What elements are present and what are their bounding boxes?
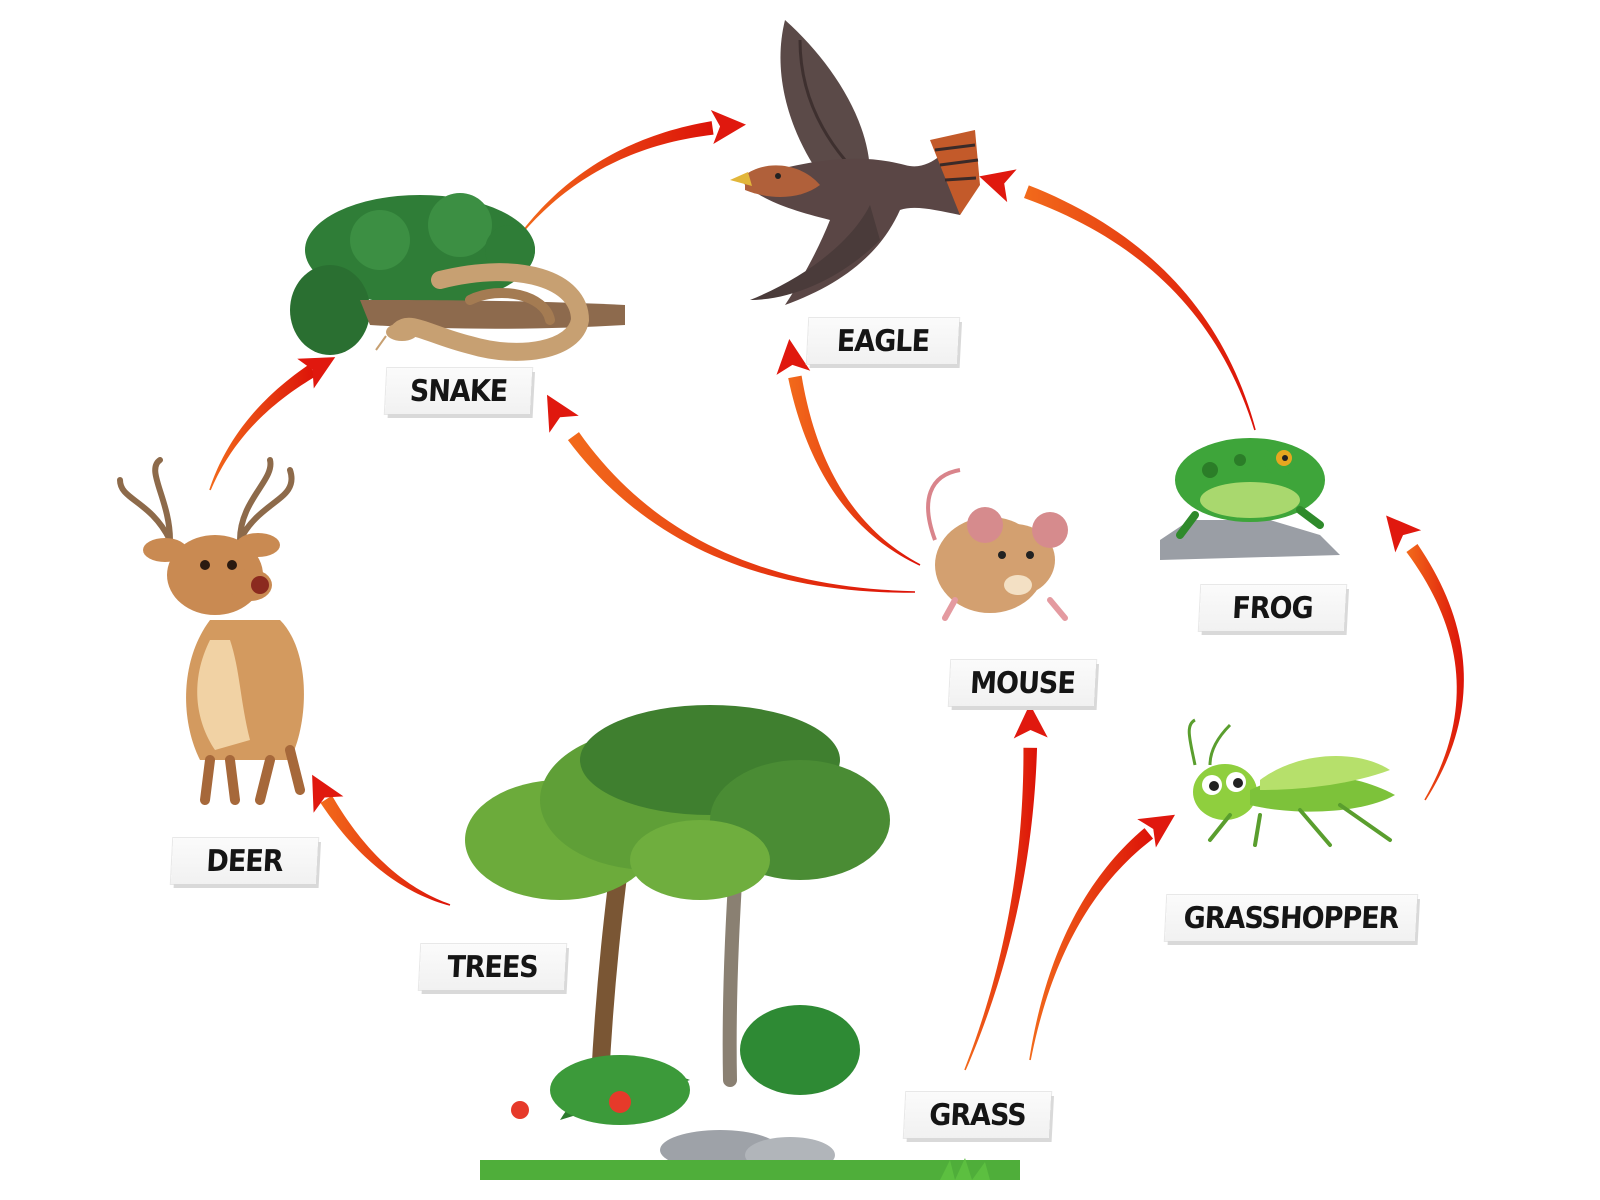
- arrow-deer-to-snake: [209, 364, 317, 491]
- arrows-layer: [209, 110, 1464, 1071]
- node-label: SNAKE: [408, 373, 509, 409]
- arrowhead-trees-to-deer: [312, 774, 344, 813]
- arrowhead-grass-to-mouse: [1013, 704, 1048, 739]
- node-label: MOUSE: [969, 665, 1076, 701]
- arrow-mouse-to-snake: [567, 432, 916, 593]
- label-grass: GRASS: [903, 1092, 1052, 1138]
- arrow-trees-to-deer: [320, 795, 451, 906]
- label-trees: TREES: [418, 944, 567, 990]
- arrowhead-snake-to-eagle: [710, 110, 746, 144]
- snake-icon: [290, 193, 625, 361]
- frog-icon: [1160, 438, 1340, 560]
- arrowhead-frog-to-eagle: [979, 169, 1017, 203]
- arrowhead-grass-to-grasshopper: [1137, 814, 1176, 848]
- label-deer: DEER: [170, 838, 319, 884]
- trees-icon: [465, 705, 1020, 1180]
- arrow-mouse-to-eagle: [788, 375, 921, 566]
- arrowhead-deer-to-snake: [297, 357, 336, 389]
- arrowhead-grasshopper-to-frog: [1386, 515, 1422, 553]
- grasshopper-icon: [1187, 718, 1395, 847]
- label-grasshopper: GRASSHOPPER: [1164, 895, 1418, 941]
- node-label: FROG: [1231, 590, 1314, 626]
- node-label: TREES: [446, 949, 539, 985]
- arrow-snake-to-eagle: [519, 121, 714, 236]
- label-eagle: EAGLE: [806, 318, 960, 364]
- grass-icon: [940, 1158, 990, 1180]
- node-label: DEER: [205, 843, 284, 879]
- arrow-grass-to-mouse: [964, 747, 1038, 1071]
- node-label: EAGLE: [836, 323, 930, 359]
- label-mouse: MOUSE: [948, 660, 1097, 706]
- mouse-icon: [926, 468, 1068, 621]
- label-frog: FROG: [1198, 585, 1347, 631]
- deer-icon: [117, 457, 305, 805]
- node-label: GRASSHOPPER: [1182, 900, 1400, 936]
- node-label: GRASS: [928, 1097, 1027, 1133]
- arrow-frog-to-eagle: [1024, 185, 1256, 431]
- label-snake: SNAKE: [384, 368, 533, 414]
- eagle-icon: [730, 20, 980, 305]
- arrowhead-mouse-to-snake: [546, 394, 579, 433]
- arrow-grasshopper-to-frog: [1406, 544, 1464, 801]
- arrow-grass-to-grasshopper: [1029, 828, 1154, 1061]
- arrowhead-mouse-to-eagle: [776, 339, 811, 375]
